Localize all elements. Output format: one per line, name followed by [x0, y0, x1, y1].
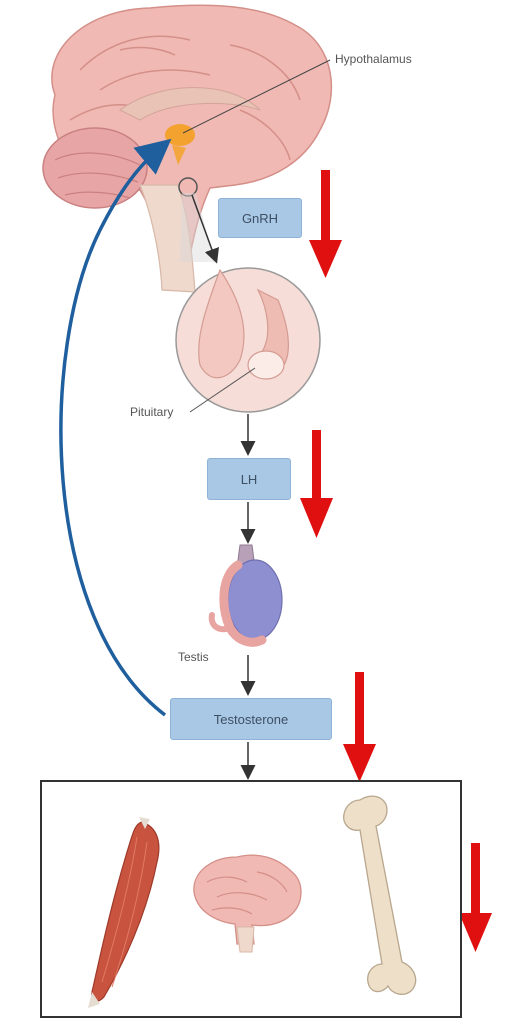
pituitary-magnified-icon — [176, 268, 320, 412]
decrease-arrow-testosterone — [343, 672, 376, 782]
lh-label: LH — [241, 472, 258, 487]
hormone-box-testosterone: Testosterone — [170, 698, 332, 740]
hypothalamus-label: Hypothalamus — [335, 52, 412, 66]
hormone-box-gnrh: GnRH — [218, 198, 302, 238]
target-tissues-panel — [40, 780, 462, 1018]
testis-label: Testis — [178, 650, 209, 664]
testis-icon — [212, 545, 282, 642]
pituitary-label: Pituitary — [130, 405, 173, 419]
negative-feedback-arrow — [61, 150, 165, 715]
muscle-icon — [88, 817, 159, 1008]
target-tissues-graphics — [42, 782, 460, 1016]
brain-icon — [194, 855, 301, 952]
testosterone-label: Testosterone — [214, 712, 288, 727]
bone-icon — [344, 796, 416, 994]
zoom-cone — [180, 193, 215, 262]
decrease-arrow-targets — [459, 843, 492, 952]
decrease-arrow-gnrh — [309, 170, 342, 278]
hormone-box-lh: LH — [207, 458, 291, 500]
decrease-arrow-lh — [300, 430, 333, 538]
gnrh-label: GnRH — [242, 211, 278, 226]
